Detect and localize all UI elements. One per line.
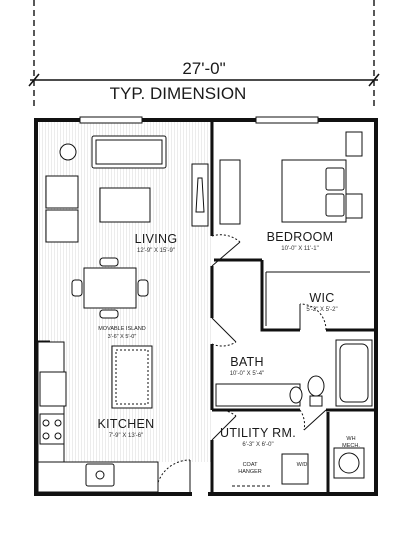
room-bedroom-name: BEDROOM [267, 230, 334, 244]
burner-icon-4 [54, 432, 62, 440]
bathtub-basin-icon [339, 343, 369, 403]
toilet-icon [307, 375, 325, 397]
door-mech-leaf [303, 409, 327, 431]
kitchen-fixtures [37, 341, 159, 493]
door-utility-arc [211, 409, 237, 417]
bath-fixtures [215, 339, 373, 407]
window-bedroom [255, 116, 319, 124]
dining-table-icon [83, 267, 137, 309]
burner-icon-2 [54, 419, 62, 427]
toilet-tank-icon [309, 395, 323, 407]
room-kitchen-name: KITCHEN [98, 417, 155, 431]
living-furniture [45, 135, 209, 319]
room-bedroom-dims: 10'-0" X 11'-1" [281, 246, 318, 252]
room-kitchen-dims: 7'-9" X 13'-6" [109, 433, 144, 439]
water-heater-icon [338, 452, 360, 474]
washer-dryer-label: W/D [297, 462, 308, 468]
armchair-icon [45, 175, 79, 209]
room-wic-name: WIC [309, 291, 334, 305]
outer-wall-right [34, 118, 378, 496]
dimension-annotation [28, 0, 380, 110]
dining-chair-icon [71, 279, 83, 297]
door-wic-arc [299, 303, 327, 331]
burner-icon [42, 419, 50, 427]
dim-tick-right [368, 73, 380, 87]
room-bath-dims: 10'-0" X 5'-4" [230, 371, 265, 377]
dresser-icon [219, 159, 241, 225]
water-heater-label-2: MECH. [342, 443, 360, 449]
pillow-icon [325, 167, 345, 191]
outer-wall-left [34, 118, 158, 496]
washer-dryer-icon [281, 453, 309, 485]
room-living-name: LIVING [135, 232, 178, 246]
door-bedroom-arc [211, 234, 241, 243]
utility-fixtures [232, 447, 365, 487]
sofa-cushion [95, 139, 163, 165]
armchair-icon-2 [45, 209, 79, 243]
dining-chair-icon-3 [99, 257, 119, 267]
door-bath-arc [211, 341, 237, 347]
pillow-icon-2 [325, 193, 345, 217]
water-heater-label: WH [346, 436, 355, 442]
dining-chair-icon-2 [137, 279, 149, 297]
coat-hanger-label: COAT [243, 462, 259, 468]
coffee-table-icon [99, 187, 151, 223]
room-bath-name: BATH [230, 355, 264, 369]
wall-wic-west [260, 260, 300, 332]
typical-dimension-label: TYP. DIMENSION [110, 84, 247, 103]
door-utility-leaf [211, 415, 237, 441]
door-mech-arc [299, 409, 306, 431]
room-wic-dims: 5'-2" X 5'-2" [306, 307, 337, 313]
island-dims-label: 3'-6" X 5'-0" [108, 334, 137, 340]
island-label: MOVABLE ISLAND [98, 326, 146, 332]
sink-bath-icon [289, 386, 303, 404]
coat-hanger-label-2: HANGER [238, 469, 262, 475]
nightstand-icon-2 [345, 193, 363, 219]
interior-walls [38, 122, 374, 492]
range-icon [39, 413, 65, 445]
room-utility-name: UTILITY RM. [220, 426, 296, 440]
door-bedroom-leaf [211, 241, 241, 267]
bedroom-furniture [219, 131, 370, 326]
burner-icon-3 [42, 432, 50, 440]
plant-icon [59, 143, 77, 161]
vanity-icon [215, 383, 301, 407]
refrigerator-icon [39, 371, 67, 407]
room-utility-dims: 6'-3" X 6'-0" [242, 442, 273, 448]
sink-drain-icon [95, 470, 105, 480]
dining-chair-icon-4 [99, 309, 119, 319]
window-living [79, 116, 143, 124]
door-bath-leaf [211, 317, 237, 343]
windows [79, 116, 319, 124]
outer-wall-bottom-entry [154, 490, 192, 496]
island-top-icon [115, 349, 149, 405]
tv-icon [195, 177, 205, 213]
door-entry-arc [155, 459, 191, 495]
dim-tick-left [28, 73, 40, 87]
nightstand-icon [345, 131, 363, 157]
room-living-dims: 12'-9" X 15'-9" [137, 248, 175, 254]
overall-width-label: 27'-0" [182, 59, 225, 78]
